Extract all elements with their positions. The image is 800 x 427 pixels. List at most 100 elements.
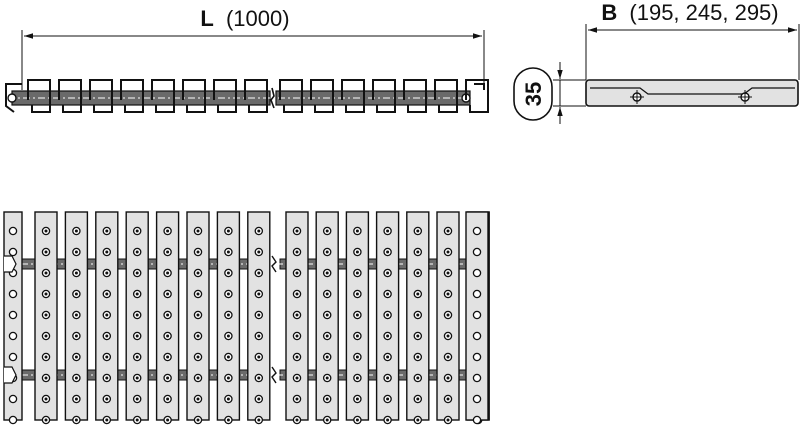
plate-hole-center: [446, 271, 450, 275]
plate-hole-center: [44, 313, 48, 317]
plate-hole-center: [446, 292, 450, 296]
width-dimension: B (195, 245, 295): [585, 0, 800, 80]
plate-hole-center: [355, 229, 359, 233]
plate-hole: [472, 352, 482, 362]
plate-hole-center: [386, 271, 390, 275]
plate-hole-center: [295, 292, 299, 296]
side-clip: [89, 79, 113, 113]
plate-hole-center: [257, 334, 261, 338]
plate-hole-center: [355, 313, 359, 317]
plate-hole-center: [226, 418, 230, 422]
plate-hole-center: [74, 334, 78, 338]
plate-hole-center: [226, 292, 230, 296]
plate-hole-center: [257, 313, 261, 317]
plate-hole-center: [325, 229, 329, 233]
plate-hole: [472, 331, 482, 341]
plate-hole-center: [257, 250, 261, 254]
plate-hole-center: [325, 313, 329, 317]
side-end-cap: [7, 93, 17, 103]
plate-hole: [8, 226, 18, 236]
plate-hole-center: [166, 355, 170, 359]
plate-hole-center: [196, 292, 200, 296]
top-joint: [271, 255, 277, 273]
plate-hole-center: [105, 418, 109, 422]
plate-hole: [472, 289, 482, 299]
plate-hole-center: [295, 418, 299, 422]
side-clip: [58, 79, 82, 113]
plate-hole: [8, 415, 18, 425]
plate-hole-center: [446, 229, 450, 233]
plate-hole-center: [135, 292, 139, 296]
plate-hole-center: [105, 376, 109, 380]
plate-hole-center: [355, 418, 359, 422]
plate-hole-center: [355, 355, 359, 359]
plate-hole: [472, 268, 482, 278]
plate-hole-center: [135, 355, 139, 359]
plate-hole-center: [166, 271, 170, 275]
plate-hole-center: [44, 355, 48, 359]
width-symbol: B: [601, 0, 617, 25]
plate-hole-center: [44, 250, 48, 254]
end-notch: [4, 255, 17, 273]
plate-hole-center: [105, 250, 109, 254]
plate-hole: [472, 394, 482, 404]
plate-hole-center: [105, 334, 109, 338]
plate-hole-center: [416, 229, 420, 233]
plate-hole-center: [386, 376, 390, 380]
plate-hole-center: [446, 313, 450, 317]
length-dimension: L (1000): [21, 6, 485, 90]
side-clip: [213, 79, 237, 113]
plate-hole-center: [166, 292, 170, 296]
plate-hole-center: [295, 334, 299, 338]
side-joint: [270, 87, 275, 109]
plate-hole-center: [416, 292, 420, 296]
plate-hole-center: [196, 229, 200, 233]
plate-hole-center: [74, 313, 78, 317]
plate-hole-center: [44, 334, 48, 338]
side-clip: [341, 79, 365, 113]
plate-hole-center: [74, 292, 78, 296]
plate-hole: [472, 247, 482, 257]
plate-hole-center: [44, 397, 48, 401]
svg-text:B (195, 245, 295): B (195, 245, 295): [601, 0, 778, 25]
plate-hole-center: [257, 376, 261, 380]
plate-hole-center: [416, 334, 420, 338]
plate-hole-center: [105, 229, 109, 233]
plate-hole-center: [446, 397, 450, 401]
plate-hole-center: [166, 250, 170, 254]
plate-hole-center: [325, 355, 329, 359]
plate-hole-center: [386, 397, 390, 401]
plate-hole-center: [196, 397, 200, 401]
plate-hole-center: [325, 292, 329, 296]
plate-hole-center: [416, 397, 420, 401]
plate-hole-center: [355, 292, 359, 296]
plate-hole-center: [226, 313, 230, 317]
plate-hole-center: [226, 334, 230, 338]
plate-hole-center: [105, 271, 109, 275]
plate-hole-center: [386, 418, 390, 422]
plate-hole-center: [196, 313, 200, 317]
side-clip: [434, 79, 458, 113]
height-value: 35: [521, 82, 546, 106]
plate-hole-center: [295, 355, 299, 359]
width-values: (195, 245, 295): [629, 0, 778, 25]
plate-hole-center: [386, 292, 390, 296]
plate-hole-center: [355, 271, 359, 275]
length-symbol: L: [200, 6, 213, 31]
plate-hole-center: [196, 334, 200, 338]
end-notch: [4, 366, 17, 384]
plate-hole-center: [416, 376, 420, 380]
plate-hole-center: [257, 397, 261, 401]
plate-hole-center: [446, 250, 450, 254]
plate-hole-center: [325, 271, 329, 275]
plate-hole-center: [74, 418, 78, 422]
side-clip: [465, 79, 489, 113]
plate-hole-center: [105, 397, 109, 401]
plate-hole-center: [74, 250, 78, 254]
plate-hole-center: [226, 271, 230, 275]
plate-hole-center: [355, 250, 359, 254]
plate-hole-center: [135, 271, 139, 275]
plate-hole: [472, 310, 482, 320]
plate-hole-center: [196, 418, 200, 422]
